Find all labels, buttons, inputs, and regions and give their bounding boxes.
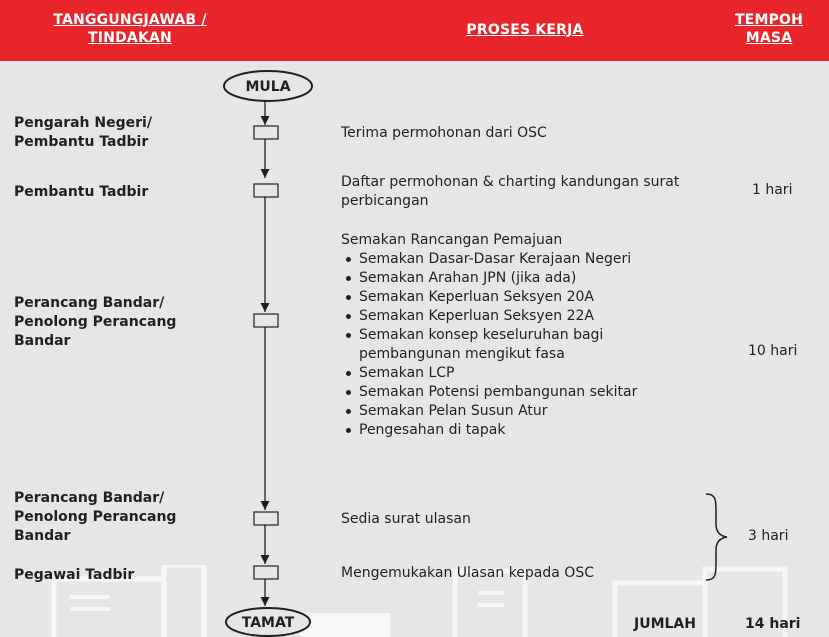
header-role: TANGGUNGJAWAB / TINDAKAN bbox=[53, 12, 207, 46]
process-2: Daftar permohonan & charting kandungan s… bbox=[341, 174, 680, 209]
end-terminator bbox=[225, 607, 311, 637]
process-4: Sedia surat ulasan bbox=[341, 511, 471, 527]
checklist-item: Semakan LCP bbox=[341, 364, 701, 383]
checklist-item: Semakan Dasar-Dasar Kerajaan Negeri bbox=[341, 250, 701, 269]
total-value: 14 hari bbox=[745, 616, 801, 632]
process-1: Terima permohonan dari OSC bbox=[341, 125, 547, 141]
checklist-item: Semakan Potensi pembangunan sekitar bbox=[341, 383, 701, 402]
checklist-item: Semakan Arahan JPN (jika ada) bbox=[341, 269, 701, 288]
time-step-2: 1 hari bbox=[752, 182, 793, 198]
role-1: Pengarah Negeri/ Pembantu Tadbir bbox=[14, 115, 152, 150]
time-step-3: 10 hari bbox=[748, 343, 798, 359]
total-label: JUMLAH bbox=[634, 616, 696, 632]
start-label: MULA bbox=[245, 79, 290, 95]
checklist-item: Semakan Keperluan Seksyen 22A bbox=[341, 307, 701, 326]
building-watermark bbox=[51, 565, 788, 637]
header-process: PROSES KERJA bbox=[466, 22, 584, 38]
brace bbox=[705, 493, 728, 581]
process-box-4 bbox=[253, 511, 279, 526]
process-box-5 bbox=[253, 565, 279, 580]
header-time: TEMPOH MASA bbox=[734, 12, 804, 46]
process-box-2 bbox=[253, 183, 279, 198]
role-4: Perancang Bandar/ Penolong Perancang Ban… bbox=[14, 490, 177, 544]
checklist-item: Semakan konsep keseluruhan bagi pembangu… bbox=[341, 326, 659, 364]
process-box-1 bbox=[253, 125, 279, 140]
start-terminator bbox=[223, 70, 313, 102]
checklist-item: Pengesahan di tapak bbox=[341, 421, 701, 440]
process-5: Mengemukakan Ulasan kepada OSC bbox=[341, 565, 594, 581]
role-2: Pembantu Tadbir bbox=[14, 184, 149, 200]
process-3: Semakan Rancangan Pemajuan Semakan Dasar… bbox=[341, 231, 701, 440]
time-brace: 3 hari bbox=[748, 528, 789, 544]
checklist: Semakan Dasar-Dasar Kerajaan Negeri Sema… bbox=[341, 250, 701, 440]
checklist-item: Semakan Keperluan Seksyen 20A bbox=[341, 288, 701, 307]
end-label: TAMAT bbox=[242, 615, 295, 631]
table-header: TANGGUNGJAWAB / TINDAKAN PROSES KERJA TE… bbox=[0, 0, 829, 61]
role-5: Pegawai Tadbir bbox=[14, 567, 135, 583]
process-box-3 bbox=[253, 313, 279, 328]
process-3-title: Semakan Rancangan Pemajuan bbox=[341, 232, 563, 248]
checklist-item: Semakan Pelan Susun Atur bbox=[341, 402, 701, 421]
role-3: Perancang Bandar/ Penolong Perancang Ban… bbox=[14, 295, 177, 349]
